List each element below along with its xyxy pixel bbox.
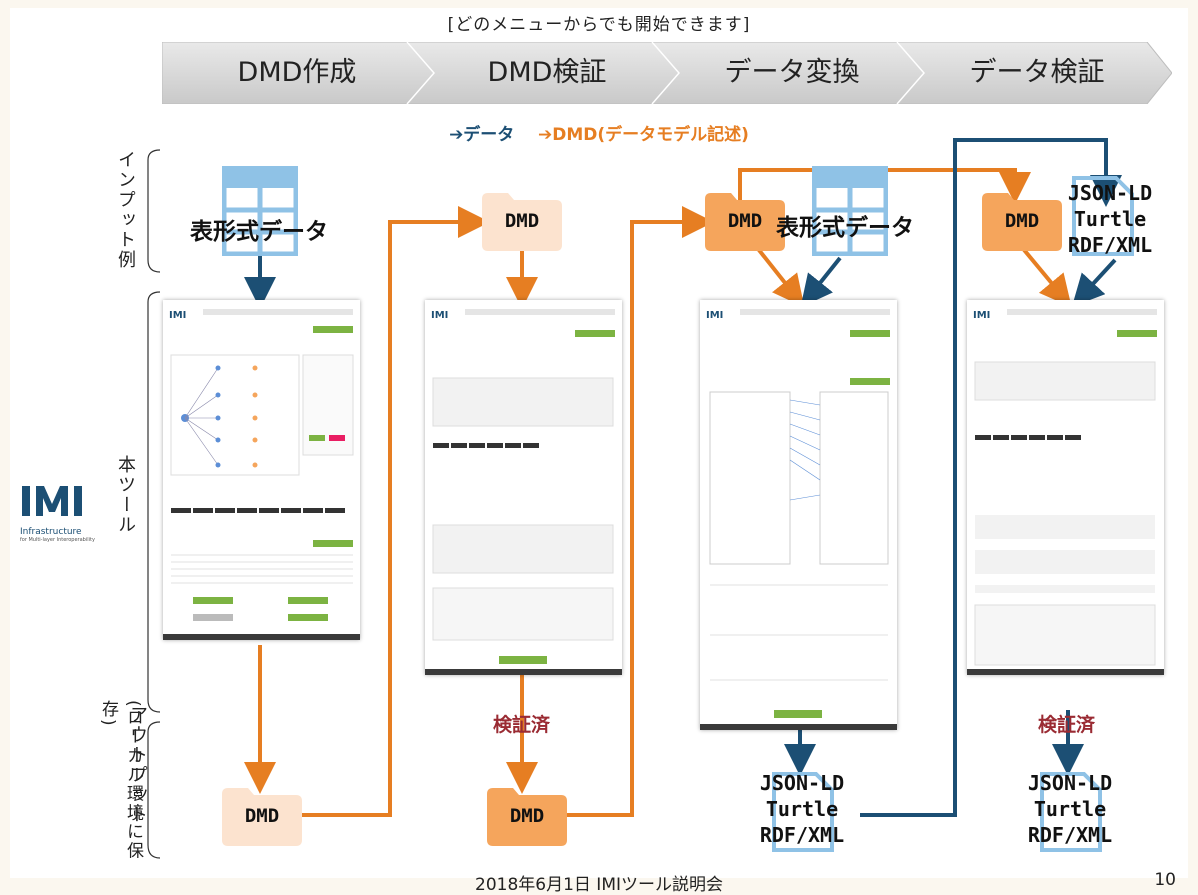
label-tool: 本ツール bbox=[115, 455, 136, 535]
chevron-bar bbox=[162, 42, 1172, 104]
format-rdfxml: RDF/XML bbox=[1027, 823, 1113, 847]
imi-logo-line2: for Multi-layer Interoperability bbox=[20, 537, 95, 543]
svg-text:IMI: IMI bbox=[706, 310, 723, 321]
process-steps: DMD作成 DMD検証 データ変換 データ検証 bbox=[162, 42, 1172, 104]
tool-screenshot-dmd-verify: IMI bbox=[425, 300, 622, 675]
svg-text:IMI: IMI bbox=[973, 310, 990, 321]
output-dmd-label-1: DMD bbox=[244, 805, 280, 827]
screenshot-footer-bar bbox=[967, 669, 1164, 675]
legend-data: ➔データ bbox=[449, 125, 515, 145]
screenshot-content: IMI bbox=[973, 309, 1157, 666]
output-rdf-formats-3: JSON-LD Turtle RDF/XML bbox=[737, 770, 867, 848]
input-dmd-label-2: DMD bbox=[504, 210, 540, 232]
folder-icon-orange bbox=[982, 193, 1062, 251]
label-input: インプット例 bbox=[115, 150, 136, 270]
step-data-verify: データ検証 bbox=[969, 57, 1105, 88]
format-jsonld: JSON-LD bbox=[759, 771, 845, 795]
folder-icon-orange bbox=[487, 788, 567, 846]
format-turtle: Turtle bbox=[1073, 207, 1147, 231]
tool-screenshot-dmd-create: IMI bbox=[163, 300, 360, 640]
page-number: 10 bbox=[1154, 870, 1176, 890]
folder-icon-light bbox=[482, 193, 562, 251]
verified-label-2: 検証済 bbox=[493, 714, 551, 736]
imi-logo: Infrastructure for Multi-layer Interoper… bbox=[20, 482, 100, 543]
legend-dmd: ➔DMD(データモデル記述) bbox=[538, 125, 749, 145]
format-rdfxml: RDF/XML bbox=[759, 823, 845, 847]
legend: ➔データ ➔DMD(データモデル記述) bbox=[0, 120, 1198, 145]
output-rdf-formats-4: JSON-LD Turtle RDF/XML bbox=[1005, 770, 1135, 848]
rdf-doc-icon bbox=[772, 772, 834, 852]
screenshot-content: IMI bbox=[169, 309, 354, 621]
imi-logo-mark bbox=[22, 486, 82, 516]
screenshot-content: IMI bbox=[431, 309, 615, 664]
input-dmd-label-4: DMD bbox=[1004, 210, 1040, 232]
format-turtle: Turtle bbox=[1033, 797, 1107, 821]
input-table-label-3: 表形式データ bbox=[776, 215, 914, 241]
input-dmd-label-3: DMD bbox=[727, 210, 763, 232]
folder-icon-light bbox=[222, 788, 302, 846]
rdf-doc-icon bbox=[1072, 176, 1134, 256]
table-icon bbox=[222, 166, 298, 256]
format-turtle: Turtle bbox=[765, 797, 839, 821]
folder-icon-orange bbox=[705, 193, 785, 251]
label-output: アウトプット bbox=[127, 705, 148, 825]
format-jsonld: JSON-LD bbox=[1027, 771, 1113, 795]
caption: [どのメニューからでも開始できます] bbox=[447, 15, 751, 35]
footer-text: 2018年6月1日 IMIツール説明会 bbox=[475, 875, 723, 895]
step-dmd-verify: DMD検証 bbox=[487, 57, 607, 88]
screenshot-content: IMI bbox=[706, 309, 890, 718]
tool-screenshot-data-verify: IMI bbox=[967, 300, 1164, 675]
format-rdfxml: RDF/XML bbox=[1067, 233, 1153, 257]
label-output-note: (ローカル環境に保存) bbox=[98, 700, 143, 861]
svg-text:IMI: IMI bbox=[169, 310, 186, 321]
step-data-convert: データ変換 bbox=[724, 57, 860, 88]
verified-label-4: 検証済 bbox=[1038, 714, 1096, 736]
input-table-label-1: 表形式データ bbox=[190, 219, 328, 245]
output-dmd-label-2: DMD bbox=[509, 805, 545, 827]
format-jsonld: JSON-LD bbox=[1067, 181, 1153, 205]
screenshot-footer-bar bbox=[700, 724, 897, 730]
rdf-doc-icon bbox=[1040, 772, 1102, 852]
table-icon bbox=[812, 166, 888, 256]
step-dmd-create: DMD作成 bbox=[237, 57, 357, 88]
screenshot-footer-bar bbox=[425, 669, 622, 675]
imi-logo-line1: Infrastructure bbox=[20, 527, 82, 537]
svg-text:IMI: IMI bbox=[431, 310, 448, 321]
input-rdf-formats: JSON-LD Turtle RDF/XML bbox=[1045, 180, 1175, 258]
screenshot-footer-bar bbox=[163, 634, 360, 640]
tool-screenshot-data-convert: IMI bbox=[700, 300, 897, 730]
